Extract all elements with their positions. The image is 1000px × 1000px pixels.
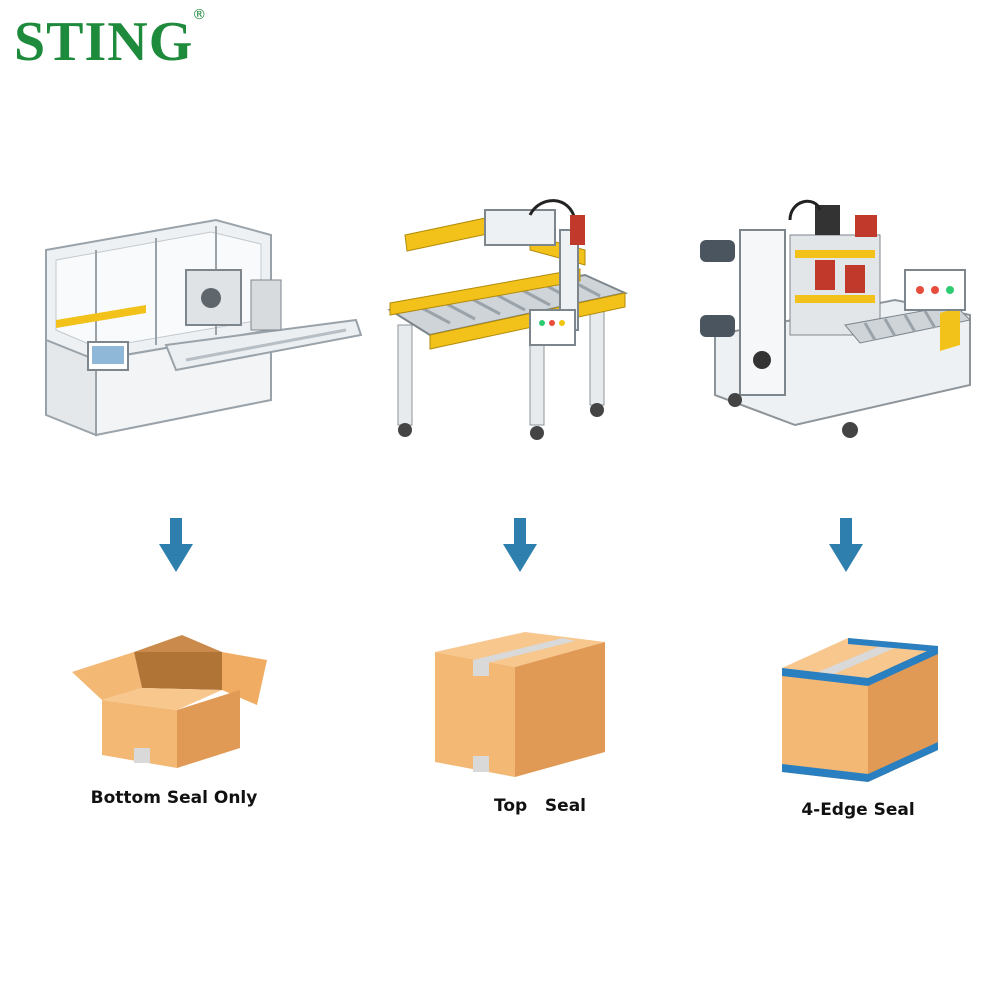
down-arrow-icon xyxy=(503,518,537,572)
caption-four-edge-seal: 4-Edge Seal xyxy=(801,800,915,820)
brand-logo: STING ® xyxy=(14,8,206,73)
caption-bottom-seal: Bottom Seal Only xyxy=(90,788,258,808)
registered-mark: ® xyxy=(192,7,208,23)
four-edge-sealer-machine-image xyxy=(700,199,972,438)
brand-name: STING xyxy=(14,11,194,73)
open-box-icon xyxy=(72,635,267,768)
caption-top-seal: Top Seal xyxy=(493,796,586,816)
top-sealed-box-icon xyxy=(435,632,605,777)
down-arrow-icon xyxy=(159,518,193,572)
edge-sealed-box-icon xyxy=(782,638,938,782)
top-sealer-machine-image xyxy=(387,199,629,440)
carton-erector-machine-image xyxy=(45,218,363,437)
down-arrow-icon xyxy=(829,518,863,572)
